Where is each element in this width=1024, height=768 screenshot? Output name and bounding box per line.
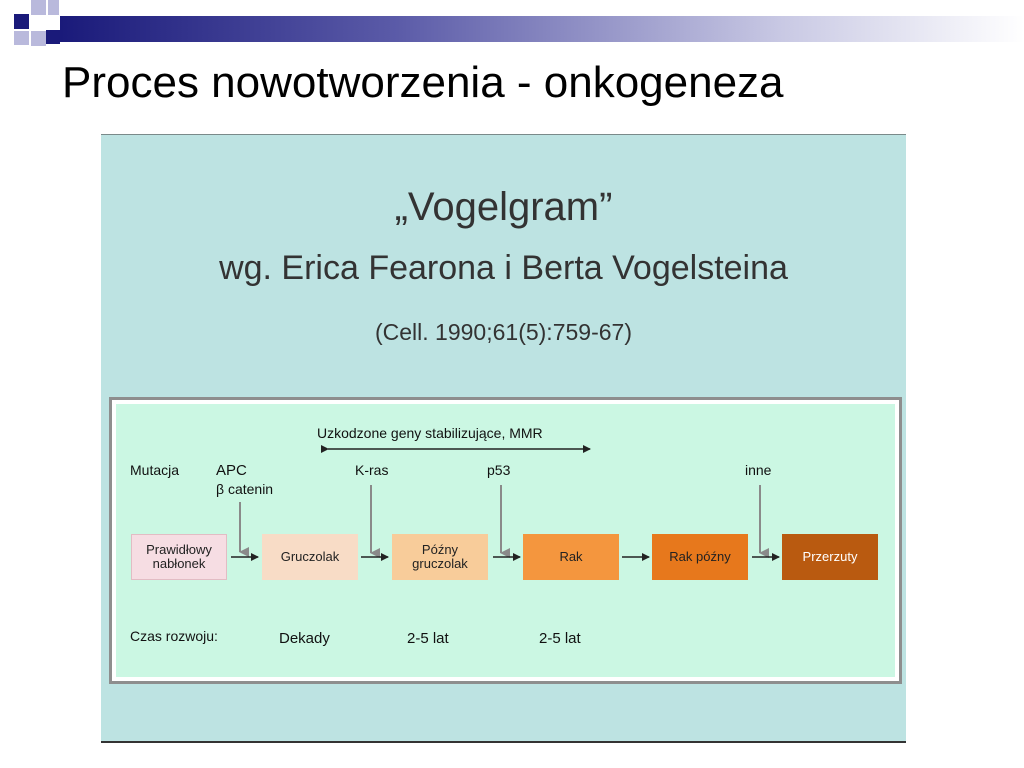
decor-square [14,31,29,45]
figure-title: „Vogelgram” [394,185,613,229]
decor-square [14,14,29,29]
decor-square [31,0,46,15]
p53-label: p53 [487,462,511,478]
time-value: 2-5 lat [407,630,449,647]
time-value: 2-5 lat [539,630,581,647]
figure-citation: (Cell. 1990;61(5):759-67) [375,319,632,345]
stage-late-cancer: Rak późny [652,534,748,580]
catenin-label: β catenin [216,481,274,497]
vogelgram-figure: „Vogelgram” wg. Erica Fearona i Berta Vo… [101,134,906,743]
slide-title: Proces nowotworzenia - onkogeneza [62,58,784,107]
figure-subtitle: wg. Erica Fearona i Berta Vogelsteina [219,249,788,287]
kras-label: K-ras [355,462,389,478]
mmr-label: Uzkodzone geny stabilizujące, MMR [317,425,543,441]
pathway-panel: Uzkodzone geny stabilizujące, MMR Mutacj… [109,397,902,684]
inne-label: inne [745,462,772,478]
stage-metastasis: Przerzuty [782,534,878,580]
decor-square [46,30,60,44]
decor-square [31,31,46,46]
arrows-layer [231,445,780,561]
mutation-label: Mutacja [130,462,180,478]
stage-late-adenoma: Późny gruczolak [392,534,488,580]
apc-label: APC [216,462,247,479]
stage-normal-epithelium: Prawidłowy nabłonek [131,534,227,580]
time-value: Dekady [279,630,330,647]
title-bar-gradient [60,16,1024,42]
stage-cancer: Rak [523,534,619,580]
stage-adenoma: Gruczolak [262,534,358,580]
time-label: Czas rozwoju: [130,628,218,644]
decor-square [48,0,59,15]
